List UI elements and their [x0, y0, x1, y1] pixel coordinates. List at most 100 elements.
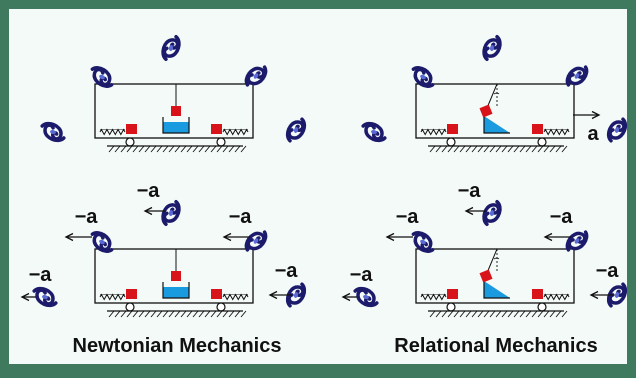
galaxy-arm-2	[287, 117, 307, 140]
galaxy-arm-2	[356, 288, 379, 308]
galaxy-arm-2	[287, 282, 307, 305]
arrow-icon	[268, 290, 292, 300]
star-accel-label: −a	[396, 206, 420, 228]
galaxy-arm-2	[567, 230, 589, 251]
galaxy-arm-2	[162, 34, 181, 58]
star-accel-label: −a	[229, 206, 253, 228]
cart	[415, 83, 575, 153]
angle-arc	[493, 92, 500, 95]
ground-hatch	[108, 145, 247, 153]
cart	[94, 83, 254, 153]
galaxy-arm-2	[608, 282, 628, 305]
galaxy-arm-2	[413, 232, 435, 253]
inner-panel	[9, 9, 627, 364]
red-block-icon	[126, 289, 137, 299]
galaxy-core	[489, 45, 495, 51]
red-block-icon	[532, 124, 543, 134]
galaxy-core	[168, 45, 174, 51]
arrow-head	[385, 232, 395, 242]
red-block-icon	[126, 124, 137, 134]
cart-body	[415, 248, 575, 304]
galaxy-core	[293, 292, 299, 298]
cart-accel-label: a	[587, 123, 599, 145]
scene-panel: −a−a−a−a−a	[341, 180, 628, 318]
spring-icon	[222, 293, 249, 301]
star-accel-label: −a	[137, 180, 161, 202]
galaxy-core	[574, 73, 580, 79]
star-accel-label: −a	[29, 264, 53, 286]
arrow-head	[464, 206, 474, 216]
scene-panel: a	[361, 34, 628, 153]
tank-walls	[483, 114, 510, 134]
star-accel-label: −a	[75, 206, 99, 228]
scene-panel	[40, 34, 307, 153]
arrow-head	[64, 232, 74, 242]
water-tank	[484, 116, 510, 133]
galaxy-arm-2	[483, 199, 502, 223]
spiral-galaxy-icon	[565, 65, 589, 87]
arrow-head	[222, 232, 232, 242]
galaxy-arm-2	[608, 117, 628, 140]
spring-icon	[543, 293, 570, 301]
spring-icon	[420, 128, 447, 136]
spiral-galaxy-icon	[244, 65, 268, 87]
pendulum-bob	[171, 106, 181, 116]
water-tank	[163, 287, 189, 298]
galaxy-arm-2	[162, 199, 181, 223]
red-block-icon	[211, 289, 222, 299]
arrow-icon	[341, 292, 357, 302]
tank-walls	[483, 279, 510, 299]
red-block-icon	[211, 124, 222, 134]
spiral-galaxy-icon	[90, 231, 114, 253]
ground-hatch	[108, 310, 247, 318]
wheel-icon	[446, 302, 456, 312]
water-tank	[163, 122, 189, 133]
star-accel-label: −a	[550, 206, 574, 228]
arrow-head	[341, 292, 351, 302]
galaxy-core	[489, 210, 495, 216]
arrow-icon	[143, 206, 165, 216]
galaxy-core	[253, 238, 259, 244]
spring-icon	[99, 128, 126, 136]
galaxy-core	[99, 74, 105, 80]
pendulum-string	[486, 83, 498, 109]
wheel-icon	[125, 137, 135, 147]
water-tank	[484, 281, 510, 298]
galaxy-core	[363, 294, 369, 300]
spiral-galaxy-icon	[161, 199, 181, 227]
pendulum-string	[486, 248, 498, 274]
galaxy-core	[614, 127, 620, 133]
star-accel-label: −a	[350, 264, 374, 286]
wheel-icon	[537, 302, 547, 312]
galaxy-core	[574, 238, 580, 244]
red-block-icon	[447, 124, 458, 134]
spiral-galaxy-icon	[606, 117, 628, 143]
arrow-head	[589, 290, 599, 300]
pendulum-bob	[479, 104, 493, 118]
spiral-galaxy-icon	[482, 199, 502, 227]
galaxy-core	[99, 239, 105, 245]
galaxy-core	[42, 294, 48, 300]
galaxy-core	[168, 210, 174, 216]
arrow-head	[591, 110, 601, 120]
cart	[415, 248, 575, 318]
galaxy-core	[420, 239, 426, 245]
star-accel-label: −a	[275, 260, 299, 282]
caption-relational: Relational Mechanics	[394, 335, 597, 357]
galaxy-arm-2	[364, 123, 387, 143]
arrow-icon	[20, 292, 36, 302]
star-accel-label: −a	[458, 180, 482, 202]
wheel-icon	[216, 137, 226, 147]
red-block-icon	[532, 289, 543, 299]
arrow-icon	[543, 232, 571, 242]
arrow-icon	[573, 110, 601, 120]
cart-body	[415, 83, 575, 139]
galaxy-arm-2	[92, 67, 114, 88]
galaxy-core	[293, 127, 299, 133]
spring-icon	[222, 128, 249, 136]
galaxy-core	[253, 73, 259, 79]
wheel-icon	[125, 302, 135, 312]
cart	[94, 248, 254, 318]
arrow-icon	[464, 206, 486, 216]
